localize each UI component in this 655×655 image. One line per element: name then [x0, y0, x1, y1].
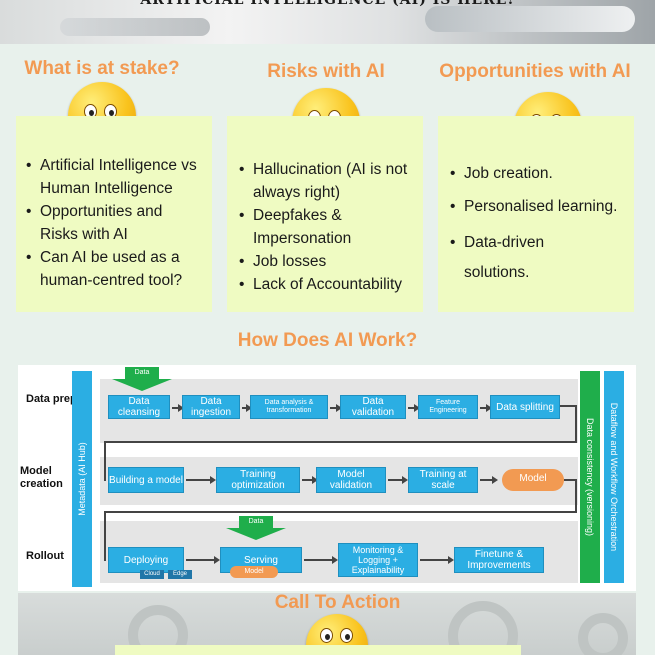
banner-decoration: [60, 18, 210, 36]
flow-arrow: [388, 476, 408, 484]
list-item: Opportunities and Risks with AI: [26, 200, 204, 246]
opportunities-heading: Opportunities with AI: [439, 61, 631, 82]
data-input-arrow-icon: Data: [112, 367, 172, 391]
flow-arrow: [186, 476, 216, 484]
edge-tag: Edge: [168, 570, 192, 579]
node-data-analysis: Data analysis & transformation: [250, 395, 328, 419]
opportunities-card: Job creation. Personalised learning. Dat…: [438, 116, 634, 312]
how-heading: How Does AI Work?: [237, 330, 418, 351]
node-data-splitting: Data splitting: [490, 395, 560, 419]
flow-arrow: [420, 556, 454, 564]
node-model-validation: Model validation: [316, 467, 386, 493]
list-item: Deepfakes & Impersonation: [239, 204, 417, 250]
node-feature-engineering: Feature Engineering: [418, 395, 478, 419]
flow-arrow: [480, 404, 492, 412]
flow-arrow: [186, 556, 220, 564]
node-monitoring: Monitoring & Logging + Explainability: [338, 543, 418, 577]
list-item: Artificial Intelligence vs Human Intelli…: [26, 154, 204, 200]
node-finetune: Finetune & Improvements: [454, 547, 544, 573]
model-output-pill: Model: [502, 469, 564, 491]
stake-heading: What is at stake?: [24, 58, 180, 79]
banner-title: ARTIFICIAL INTELLIGENCE (AI) IS HERE!: [140, 0, 515, 8]
serving-data-arrow-icon: Data: [226, 516, 286, 540]
list-item: Job losses: [239, 250, 417, 273]
cta-heading: Call To Action: [274, 592, 401, 613]
row-label-model: Model creation: [20, 465, 63, 490]
serving-model-pill: Model: [230, 566, 278, 578]
list-item: Lack of Accountability: [239, 273, 417, 296]
risks-card: Hallucination (AI is not always right) D…: [227, 116, 423, 312]
list-item: Data-driven solutions.: [450, 228, 570, 288]
row-label-prep: Data prep: [26, 393, 77, 405]
flow-arrow: [304, 556, 338, 564]
list-item: Can AI be used as a human-centred tool?: [26, 246, 204, 292]
list-item: Job creation.: [450, 162, 626, 185]
ai-workflow-diagram: Data prep Model creation Rollout Metadat…: [18, 365, 636, 591]
node-deploying: Deploying: [108, 547, 184, 573]
node-training-optimization: Training optimization: [216, 467, 300, 493]
list-item: Hallucination (AI is not always right): [239, 158, 417, 204]
node-data-validation: Data validation: [340, 395, 406, 419]
list-item: Personalised learning.: [450, 195, 626, 218]
metadata-bar: Metadata (AI Hub): [72, 371, 92, 587]
flow-arrow: [408, 404, 420, 412]
flow-arrow: [302, 476, 318, 484]
node-data-ingestion: Data ingestion: [182, 395, 240, 419]
flow-arrow: [480, 476, 498, 484]
node-training-at-scale: Training at scale: [408, 467, 478, 493]
flow-arrow: [330, 404, 342, 412]
robot-arm-image: [425, 6, 635, 32]
data-consistency-bar: Data consistency (versioning): [580, 371, 600, 583]
cta-card: [115, 645, 521, 655]
flow-arrow: [172, 404, 184, 412]
node-building-model: Building a model: [108, 467, 184, 493]
row-label-rollout: Rollout: [26, 550, 64, 562]
risks-heading: Risks with AI: [267, 61, 385, 82]
node-data-cleansing: Data cleansing: [108, 395, 170, 419]
cloud-tag: Cloud: [140, 570, 164, 579]
flow-arrow: [242, 404, 252, 412]
stake-card: Artificial Intelligence vs Human Intelli…: [16, 116, 212, 312]
orchestration-bar: Dataflow and Workflow Orchestration: [604, 371, 624, 583]
hero-banner: ARTIFICIAL INTELLIGENCE (AI) IS HERE!: [0, 0, 655, 44]
